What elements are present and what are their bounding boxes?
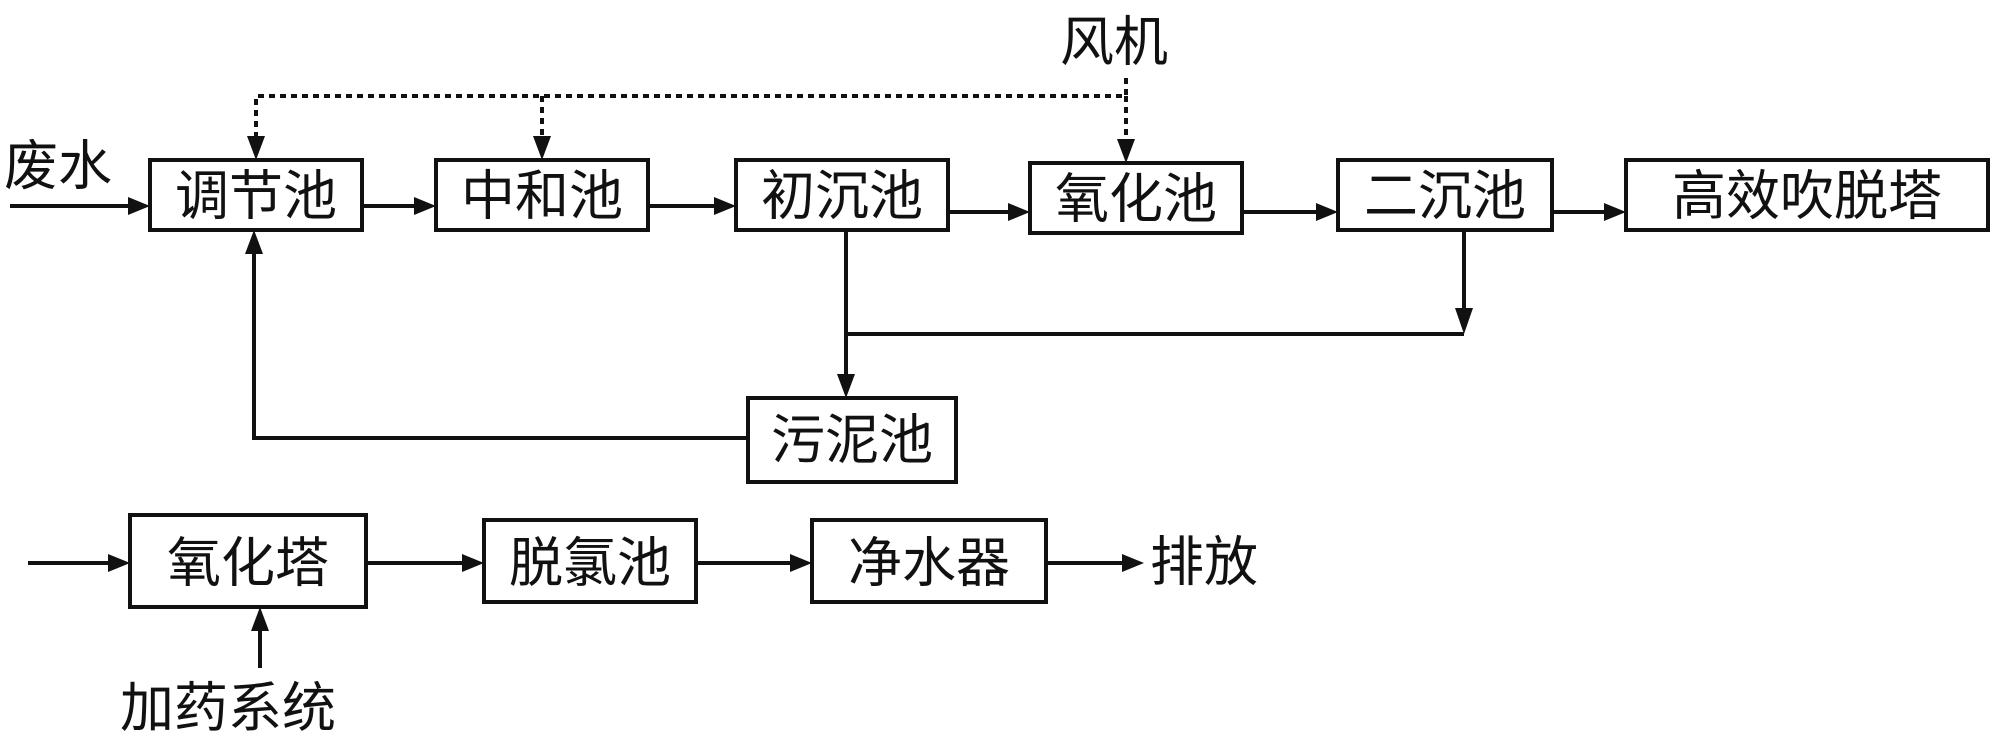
secondary-sedimentation-tank-label: 二沉池	[1364, 165, 1526, 228]
water-purifier-label: 净水器	[848, 532, 1010, 595]
sludge-tank-box: 污泥池	[746, 396, 958, 484]
wastewater-input-label: 废水	[4, 135, 112, 198]
oxidation-tower-box: 氧化塔	[128, 513, 368, 609]
primary-sedimentation-tank-label: 初沉池	[761, 165, 923, 228]
sludge-collection-lines	[837, 230, 1473, 398]
oxidation-tower-label: 氧化塔	[167, 532, 329, 595]
regulating-tank-label: 调节池	[175, 165, 337, 228]
secondary-sedimentation-tank-box: 二沉池	[1336, 158, 1554, 232]
water-purifier-box: 净水器	[810, 518, 1048, 604]
wastewater-input-arrow	[10, 197, 150, 215]
neutralization-tank-box: 中和池	[434, 158, 650, 232]
lower-input-arrow	[28, 554, 130, 572]
stripping-tower-box: 高效吹脱塔	[1624, 158, 1990, 232]
flow-arrow-primary-to-oxidation	[948, 203, 1030, 221]
sludge-tank-label: 污泥池	[771, 409, 933, 472]
stripping-tower-label: 高效吹脱塔	[1672, 165, 1942, 228]
neutralization-tank-label: 中和池	[461, 165, 623, 228]
oxidation-tank-box: 氧化池	[1028, 161, 1244, 235]
flow-arrow-purifier-to-discharge	[1046, 554, 1144, 572]
flow-arrow-regulating-to-neutralization	[362, 197, 436, 215]
discharge-label: 排放	[1150, 531, 1258, 594]
flow-arrow-secondary-to-stripping	[1552, 203, 1626, 221]
dechlorination-tank-box: 脱氯池	[482, 518, 698, 604]
flow-arrow-oxidation-to-secondary	[1242, 203, 1338, 221]
blower-air-lines	[247, 78, 1135, 163]
dechlorination-tank-label: 脱氯池	[509, 532, 671, 595]
chemical-dosing-label: 加药系统	[120, 677, 336, 740]
flow-arrow-tower-to-dechlorination	[366, 554, 484, 572]
regulating-tank-box: 调节池	[148, 158, 364, 232]
blower-label: 风机	[1060, 11, 1168, 74]
oxidation-tank-label: 氧化池	[1055, 168, 1217, 231]
chemical-dosing-arrow	[251, 607, 269, 668]
primary-sedimentation-tank-box: 初沉池	[734, 158, 950, 232]
sludge-return-line	[245, 230, 748, 440]
flow-arrow-dechlorination-to-purifier	[696, 554, 812, 572]
flow-arrow-neutralization-to-primary	[648, 197, 736, 215]
